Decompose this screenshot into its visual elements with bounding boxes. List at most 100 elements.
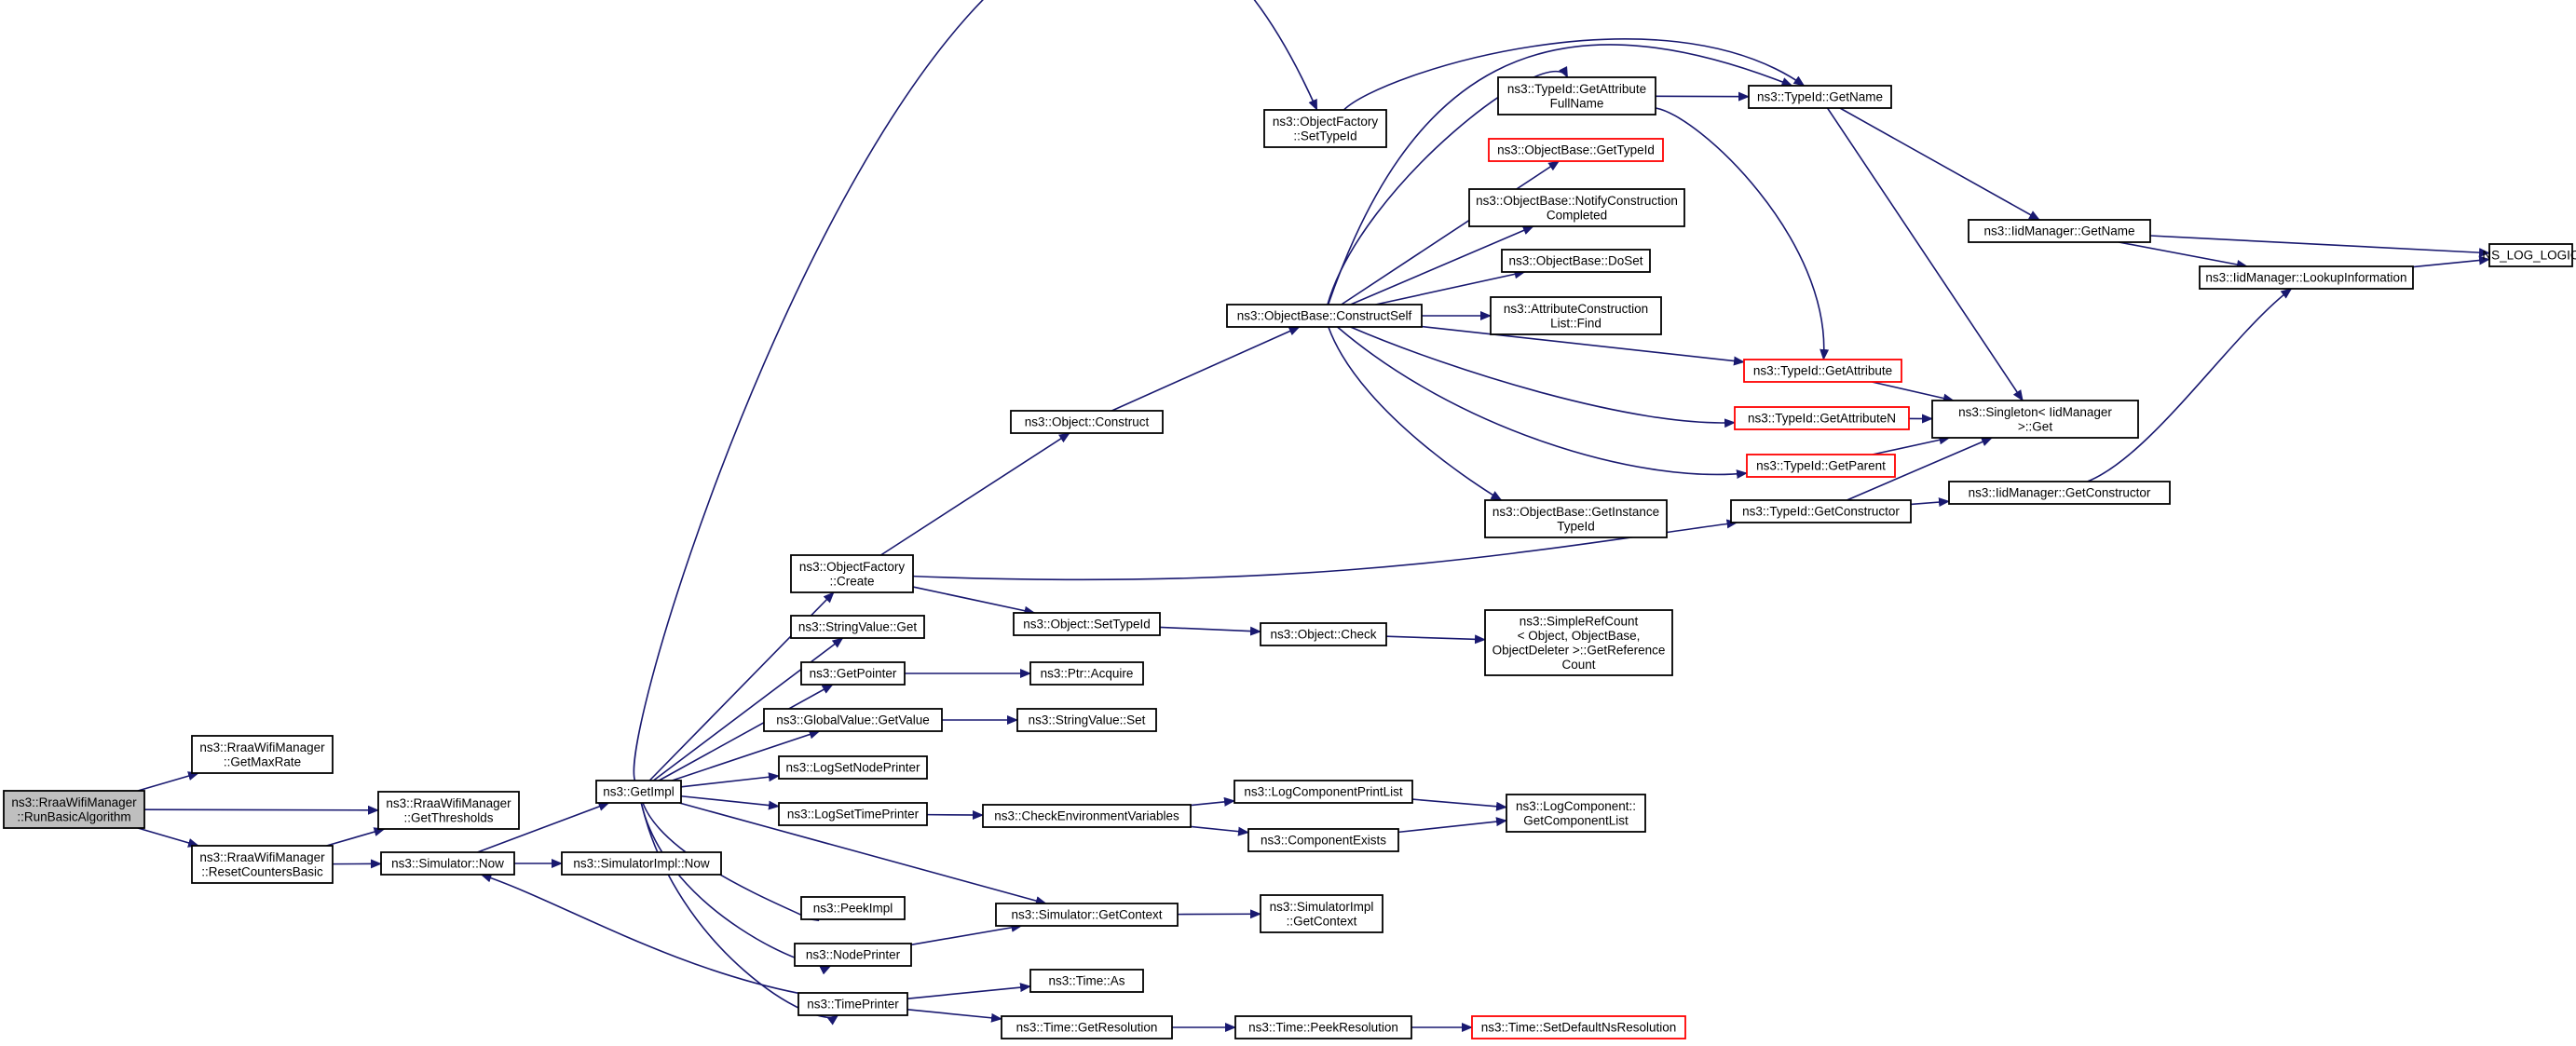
edge-time_printer-to-time_getres bbox=[906, 1009, 1002, 1023]
node-objbase-doset[interactable]: ns3::ObjectBase::DoSet bbox=[1501, 249, 1651, 273]
node-label: ns3::TypeId::GetAttribute bbox=[1753, 364, 1892, 378]
edge-objfactory_create-to-object_settypeid bbox=[912, 586, 1036, 616]
node-box bbox=[1484, 499, 1668, 538]
node-label: ns3::RraaWifiManager bbox=[386, 796, 511, 810]
edge-line bbox=[912, 586, 1036, 616]
node-label: TypeId bbox=[1557, 519, 1595, 533]
edge-time_printer-to-time_as bbox=[906, 983, 1031, 999]
node-iidmanager-lookup[interactable]: ns3::IidManager::LookupInformation bbox=[2199, 265, 2414, 290]
node-box bbox=[800, 661, 906, 686]
node-objbase-gettypeid[interactable]: ns3::ObjectBase::GetTypeId bbox=[1488, 138, 1664, 162]
node-run-basic[interactable]: ns3::RraaWifiManager::RunBasicAlgorithm bbox=[3, 790, 145, 829]
edge-line bbox=[640, 802, 832, 975]
node-reset-counters[interactable]: ns3::RraaWifiManager::ResetCountersBasic bbox=[191, 845, 334, 884]
node-singleton-get[interactable]: ns3::Singleton< IidManager>::Get bbox=[1931, 400, 2139, 439]
node-component-exists[interactable]: ns3::ComponentExists bbox=[1247, 828, 1399, 852]
edge-line bbox=[326, 827, 386, 847]
node-check-env[interactable]: ns3::CheckEnvironmentVariables bbox=[982, 804, 1192, 828]
node-label: ns3::TypeId::GetConstructor bbox=[1742, 505, 1900, 519]
node-label: ns3::ObjectBase::GetInstance bbox=[1492, 505, 1659, 519]
node-get-max-rate[interactable]: ns3::RraaWifiManager::GetMaxRate bbox=[191, 735, 334, 774]
node-typeid-getconstructor[interactable]: ns3::TypeId::GetConstructor bbox=[1730, 499, 1912, 523]
node-label: ns3::StringValue::Get bbox=[798, 620, 918, 634]
node-node-printer[interactable]: ns3::NodePrinter bbox=[794, 943, 912, 967]
node-time-peekres[interactable]: ns3::Time::PeekResolution bbox=[1234, 1015, 1412, 1039]
edge-line bbox=[633, 0, 1318, 781]
edge-objbase_constructself-to-objbase_doset bbox=[1375, 269, 1526, 306]
node-ns-log-logic[interactable]: NS_LOG_LOGIC bbox=[2482, 243, 2576, 267]
edge-line bbox=[1190, 825, 1249, 836]
node-object-settypeid[interactable]: ns3::Object::SetTypeId bbox=[1013, 612, 1161, 636]
node-objbase-notify[interactable]: ns3::ObjectBase::NotifyConstructionCompl… bbox=[1468, 188, 1685, 227]
node-simimpl-getcontext[interactable]: ns3::SimulatorImpl::GetContext bbox=[1260, 894, 1383, 933]
node-sim-now[interactable]: ns3::Simulator::Now bbox=[380, 851, 515, 876]
node-log-set-node-printer[interactable]: ns3::LogSetNodePrinter bbox=[778, 755, 928, 780]
node-box bbox=[995, 903, 1179, 927]
edge-get_impl-to-objfactory_settypeid bbox=[633, 0, 1318, 781]
node-ptr-acquire[interactable]: ns3::Ptr::Acquire bbox=[1029, 661, 1144, 686]
node-box bbox=[1263, 109, 1387, 148]
edge-objfactory_create-to-object_construct bbox=[879, 432, 1070, 556]
node-time-getres[interactable]: ns3::Time::GetResolution bbox=[1001, 1015, 1173, 1039]
edge-line bbox=[679, 802, 1047, 905]
edge-run_basic-to-get_max_rate bbox=[137, 771, 199, 792]
node-typeid-getparent[interactable]: ns3::TypeId::GetParent bbox=[1746, 454, 1896, 478]
node-box bbox=[1226, 304, 1423, 328]
node-simplerefcount[interactable]: ns3::SimpleRefCount< Object, ObjectBase,… bbox=[1484, 609, 1673, 676]
node-object-check[interactable]: ns3::Object::Check bbox=[1260, 622, 1387, 646]
node-label: ns3::ObjectFactory bbox=[1273, 115, 1379, 129]
edge-objbase_constructself-to-objbase_notify bbox=[1350, 225, 1534, 306]
edge-run_basic-to-get_thresholds bbox=[143, 805, 379, 815]
edge-line bbox=[2118, 241, 2248, 269]
edge-line bbox=[1411, 798, 1507, 811]
node-label: ns3::Simulator::Now bbox=[391, 857, 504, 871]
node-get-impl[interactable]: ns3::GetImpl bbox=[595, 780, 682, 804]
edge-line bbox=[1910, 497, 1950, 508]
node-peek-impl[interactable]: ns3::PeekImpl bbox=[800, 896, 906, 920]
node-stringvalue-set[interactable]: ns3::StringValue::Set bbox=[1016, 708, 1157, 732]
node-sim-getcontext[interactable]: ns3::Simulator::GetContext bbox=[995, 903, 1179, 927]
node-globalvalue-getvalue[interactable]: ns3::GlobalValue::GetValue bbox=[763, 708, 943, 732]
node-logcomp-getlist[interactable]: ns3::LogComponent::GetComponentList bbox=[1506, 794, 1646, 833]
node-box bbox=[2199, 265, 2414, 290]
node-typeid-getattributen[interactable]: ns3::TypeId::GetAttributeN bbox=[1734, 406, 1910, 430]
node-box bbox=[790, 554, 914, 593]
node-label: ns3::RraaWifiManager bbox=[11, 795, 137, 809]
edge-line bbox=[1421, 325, 1745, 366]
edge-line bbox=[906, 1009, 1002, 1023]
node-objfactory-settypeid[interactable]: ns3::ObjectFactory::SetTypeId bbox=[1263, 109, 1387, 148]
node-box bbox=[377, 791, 520, 830]
node-object-construct[interactable]: ns3::Object::Construct bbox=[1010, 410, 1164, 434]
node-box bbox=[778, 802, 928, 826]
edge-line bbox=[910, 922, 1023, 946]
node-log-set-time-printer[interactable]: ns3::LogSetTimePrinter bbox=[778, 802, 928, 826]
node-box bbox=[561, 851, 722, 876]
node-label: ns3::Time::GetResolution bbox=[1016, 1021, 1158, 1035]
node-objbase-constructself[interactable]: ns3::ObjectBase::ConstructSelf bbox=[1226, 304, 1423, 328]
node-stringvalue-get[interactable]: ns3::StringValue::Get bbox=[790, 615, 925, 639]
node-label: ::Create bbox=[829, 574, 874, 588]
node-label: ::ResetCountersBasic bbox=[201, 864, 323, 878]
edge-logcomp_printlist-to-logcomp_getlist bbox=[1411, 798, 1507, 811]
node-logcomp-printlist[interactable]: ns3::LogComponentPrintList bbox=[1233, 780, 1413, 804]
edge-check_env-to-logcomp_printlist bbox=[1190, 796, 1235, 807]
node-get-thresholds[interactable]: ns3::RraaWifiManager::GetThresholds bbox=[377, 791, 520, 830]
node-time-printer[interactable]: ns3::TimePrinter bbox=[797, 992, 908, 1016]
node-objfactory-create[interactable]: ns3::ObjectFactory::Create bbox=[790, 554, 914, 593]
edge-line bbox=[1350, 225, 1534, 306]
node-label: ns3::Singleton< IidManager bbox=[1958, 405, 2112, 419]
node-iidmanager-getname[interactable]: ns3::IidManager::GetName bbox=[1968, 219, 2151, 243]
node-iidmanager-getconstructor[interactable]: ns3::IidManager::GetConstructor bbox=[1948, 481, 2171, 505]
edge-line bbox=[2087, 288, 2293, 482]
node-time-as[interactable]: ns3::Time::As bbox=[1029, 969, 1144, 993]
node-box bbox=[3, 790, 145, 829]
node-typeid-getname[interactable]: ns3::TypeId::GetName bbox=[1748, 85, 1892, 109]
node-get-pointer[interactable]: ns3::GetPointer bbox=[800, 661, 906, 686]
node-label: ns3::ComponentExists bbox=[1261, 834, 1386, 848]
node-simimpl-now[interactable]: ns3::SimulatorImpl::Now bbox=[561, 851, 722, 876]
node-time-setdefault[interactable]: ns3::Time::SetDefaultNsResolution bbox=[1471, 1015, 1686, 1039]
node-typeid-getattribute[interactable]: ns3::TypeId::GetAttribute bbox=[1743, 359, 1902, 383]
